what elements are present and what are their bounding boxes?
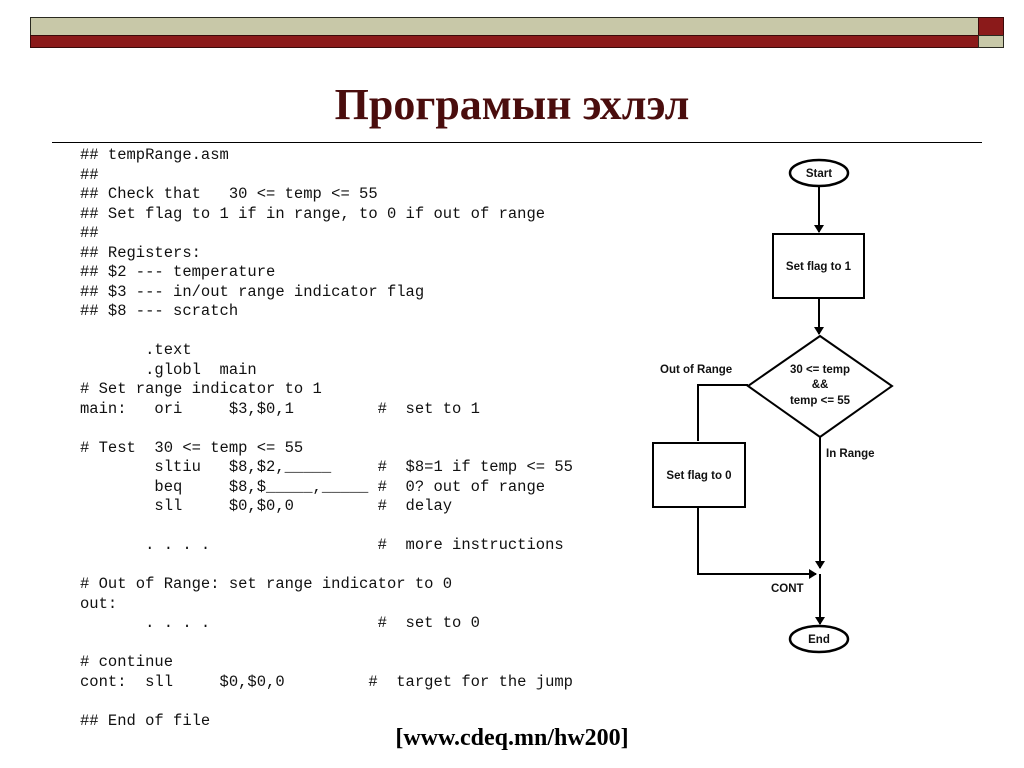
flowchart: Start Set flag to 1 30 <= temp && temp <… [652, 158, 894, 654]
source-footer: [www.cdeq.mn/hw200] [395, 725, 629, 751]
code-line: ## tempRange.asm [80, 146, 229, 164]
code-line: ## $2 --- temperature [80, 263, 276, 281]
flow-cond-line-1: 30 <= temp [790, 364, 850, 376]
flow-cont-label: CONT [771, 583, 804, 595]
code-line: ## [80, 224, 99, 242]
code-line: ## [80, 165, 99, 184]
flow-in-range-label: In Range [826, 448, 875, 460]
code-line: cont: sll $0,$0,0 # target for the jump [80, 672, 573, 691]
code-line: # Set range indicator to 1 [80, 380, 322, 398]
code-line: ## $3 --- in/out range indicator flag [80, 282, 425, 301]
flow-start-label: Start [806, 168, 832, 180]
slide-title: Програмын эхлэл [334, 80, 690, 129]
code-line: sll $0,$0,0 # delay [80, 497, 453, 515]
title-divider [52, 142, 982, 143]
code-line: sltiu $8,$2,_____ # $8=1 if temp <= 55 [80, 458, 573, 476]
corner-decor-square-bottom [978, 35, 1004, 48]
flow-end-label: End [808, 634, 830, 646]
code-line: beq $8,$_____,_____ # 0? out of range [80, 477, 546, 496]
code-line: ## Registers: [80, 243, 201, 262]
code-line: ## End of file [80, 711, 211, 730]
code-line: ## Set flag to 1 if in range, to 0 if ou… [80, 204, 546, 223]
flow-set-flag-1-label: Set flag to 1 [786, 261, 852, 273]
code-line: ## $8 --- scratch [80, 302, 239, 320]
code-line: ## Check that 30 <= temp <= 55 [80, 185, 378, 203]
flow-set-flag-0-label: Set flag to 0 [666, 470, 731, 482]
code-line: .text [80, 341, 192, 359]
code-line: # continue [80, 653, 174, 671]
code-line: .globl main [80, 360, 257, 379]
flow-cond-line-2: && [812, 379, 829, 391]
code-line: . . . . # more instructions [80, 536, 564, 554]
flow-line-out-to-set0 [697, 384, 748, 441]
flow-out-of-range-label: Out of Range [660, 364, 732, 376]
code-line: out: [80, 594, 118, 613]
flow-line-set0-to-cont [697, 507, 817, 579]
flow-end-node [788, 624, 850, 654]
top-decor-bar [30, 17, 980, 37]
flow-cond-line-3: temp <= 55 [790, 395, 851, 407]
top-decor-stripe [30, 35, 980, 48]
flow-set-flag-1-box [772, 233, 865, 299]
assembly-code-block: ## tempRange.asm ## ## Check that 30 <= … [80, 146, 573, 731]
code-line: # Test 30 <= temp <= 55 [80, 438, 304, 457]
code-line: main: ori $3,$0,1 # set to 1 [80, 399, 480, 418]
code-line: . . . . # set to 0 [80, 614, 480, 632]
flow-set-flag-0-box [652, 442, 746, 508]
corner-decor-square-top [978, 17, 1004, 37]
code-line: # Out of Range: set range indicator to 0 [80, 575, 453, 593]
